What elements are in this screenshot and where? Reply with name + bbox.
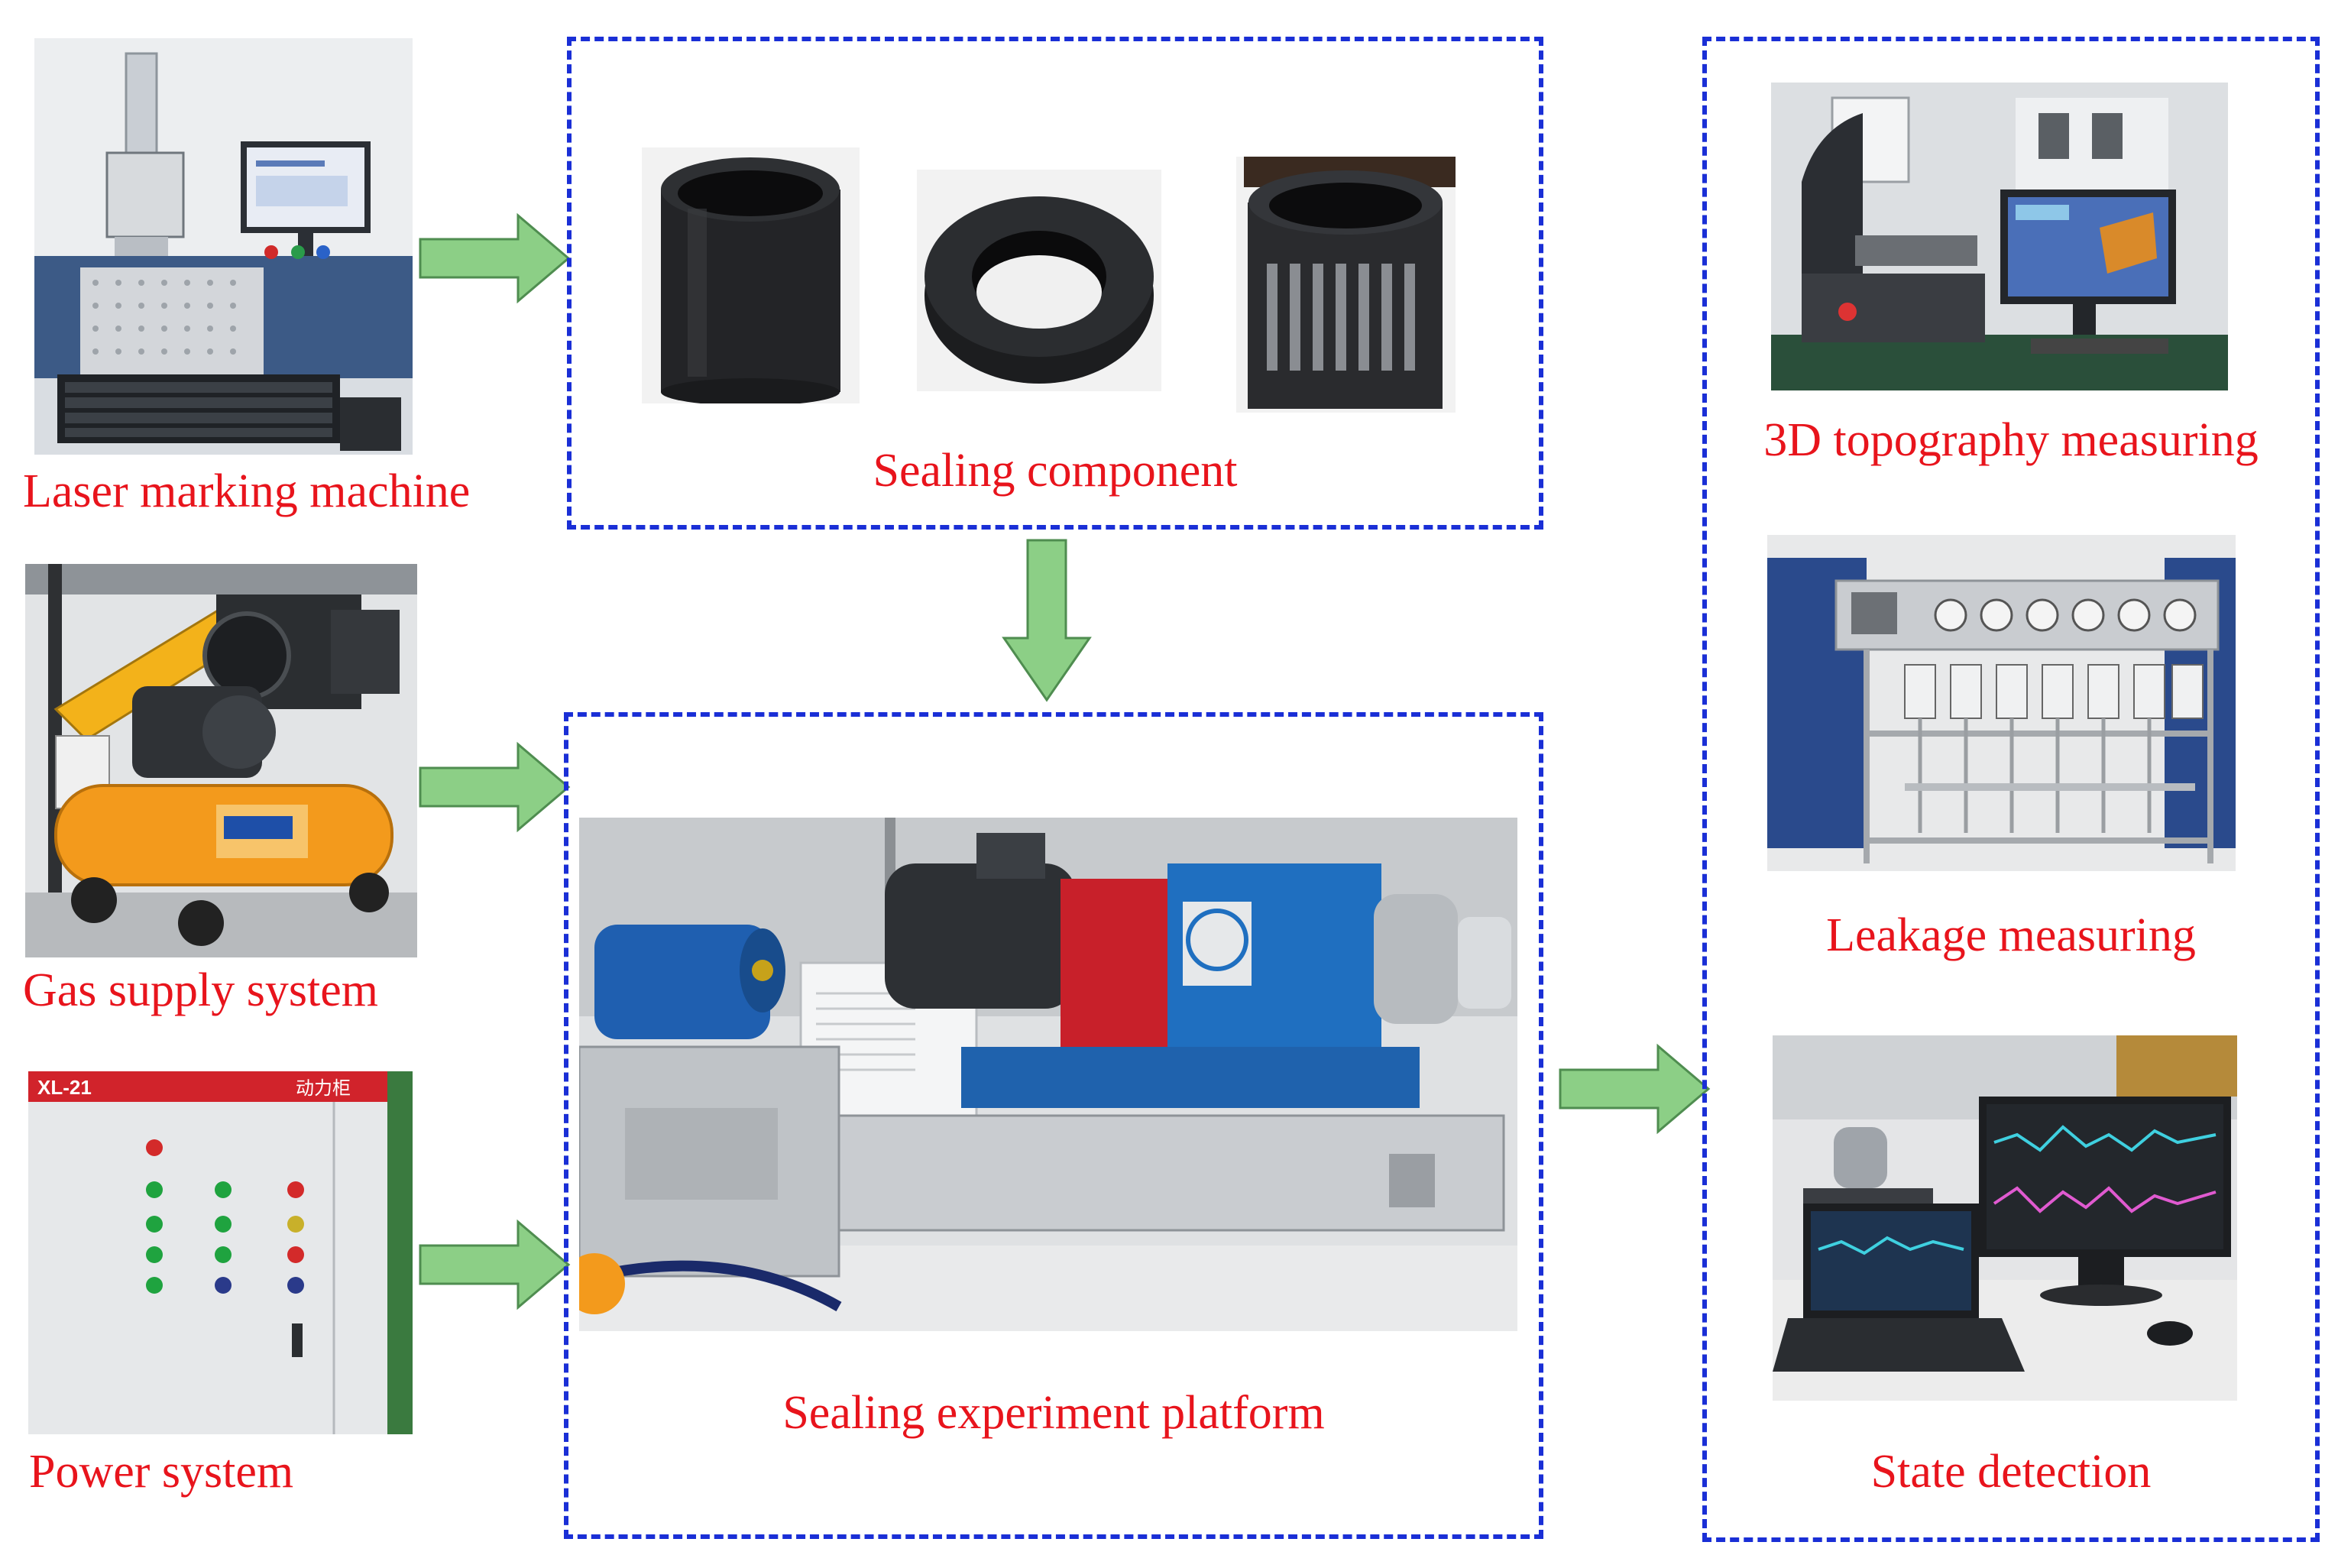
- 3d-topography-caption: 3D topography measuring: [1763, 414, 2259, 466]
- power-system-caption: Power system: [29, 1446, 294, 1498]
- gas-supply-system-photo: [25, 564, 417, 957]
- sealing-ring-photo-2: [917, 170, 1161, 391]
- state-detection-caption: State detection: [1870, 1446, 2152, 1498]
- leakage-measuring-photo: [1767, 535, 2236, 871]
- power-system-photo: XL-21 动力柜: [28, 1071, 413, 1434]
- leakage-measuring-caption: Leakage measuring: [1826, 909, 2196, 961]
- sealing-component-box: [567, 37, 1543, 530]
- right-arrow-icon: [1559, 1043, 1711, 1135]
- sealing-component-caption: Sealing component: [873, 445, 1238, 497]
- gas-supply-system-caption: Gas supply system: [23, 964, 378, 1016]
- cabinet-model-label: XL-21: [37, 1076, 92, 1099]
- sealing-experiment-platform-photo: [579, 818, 1517, 1331]
- down-arrow-icon: [1002, 539, 1092, 702]
- measurement-box: [1702, 37, 2320, 1542]
- sealing-ring-photo-1: [642, 147, 860, 403]
- cabinet-tag-label: 动力柜: [296, 1077, 351, 1099]
- sealing-ring-photo-3: [1236, 157, 1456, 413]
- state-detection-photo: [1773, 1035, 2237, 1401]
- sealing-experiment-platform-caption: Sealing experiment platform: [782, 1387, 1325, 1439]
- 3d-topography-photo: [1771, 83, 2228, 390]
- sealing-experiment-platform-box: [564, 712, 1543, 1539]
- right-arrow-icon: [419, 1219, 571, 1310]
- laser-marking-machine-caption: Laser marking machine: [23, 465, 471, 517]
- laser-marking-machine-photo: [34, 38, 413, 455]
- right-arrow-icon: [419, 741, 571, 833]
- right-arrow-icon: [419, 212, 571, 304]
